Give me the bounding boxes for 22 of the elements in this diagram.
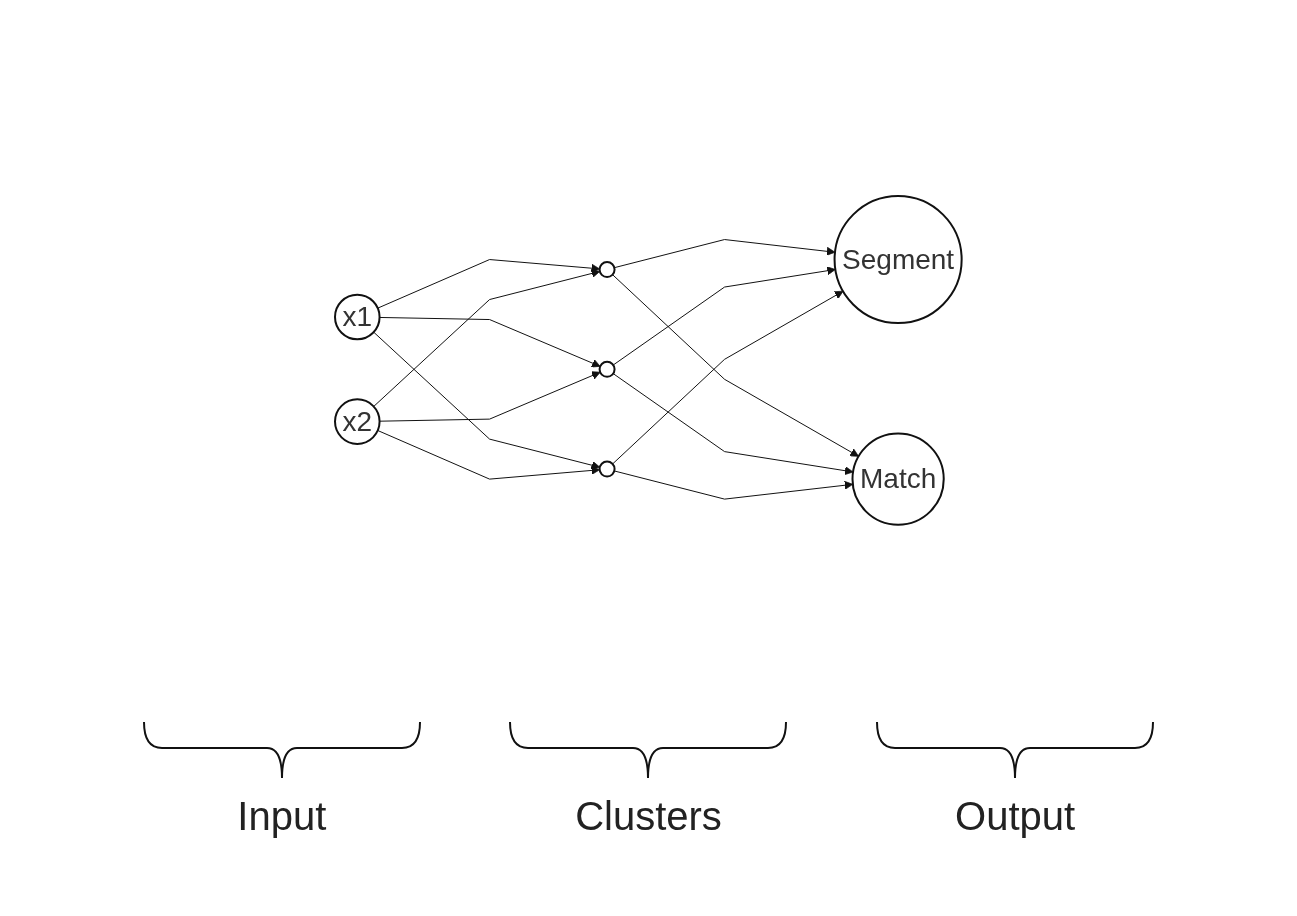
arrow (614, 470, 854, 500)
node-circle: Match (851, 432, 945, 526)
arrow (614, 238, 836, 268)
node-circle: Segment (833, 194, 963, 324)
node-circle: x2 (334, 397, 381, 445)
arrow (612, 372, 854, 475)
arrow (379, 316, 601, 367)
node-circle (598, 460, 616, 478)
layer-label: Clusters (575, 794, 722, 839)
arrow (373, 268, 601, 407)
arrow (377, 429, 601, 480)
arrow (373, 331, 601, 470)
arrow (379, 370, 601, 422)
arrow (377, 258, 601, 309)
node-circle (598, 260, 616, 278)
arrow (612, 273, 860, 457)
node-circle: x1 (334, 293, 381, 340)
layer-label: Input (237, 794, 327, 839)
layer-label: Output (955, 794, 1076, 839)
arrow (612, 266, 836, 366)
node-circle (598, 360, 616, 378)
arrow (612, 290, 844, 465)
